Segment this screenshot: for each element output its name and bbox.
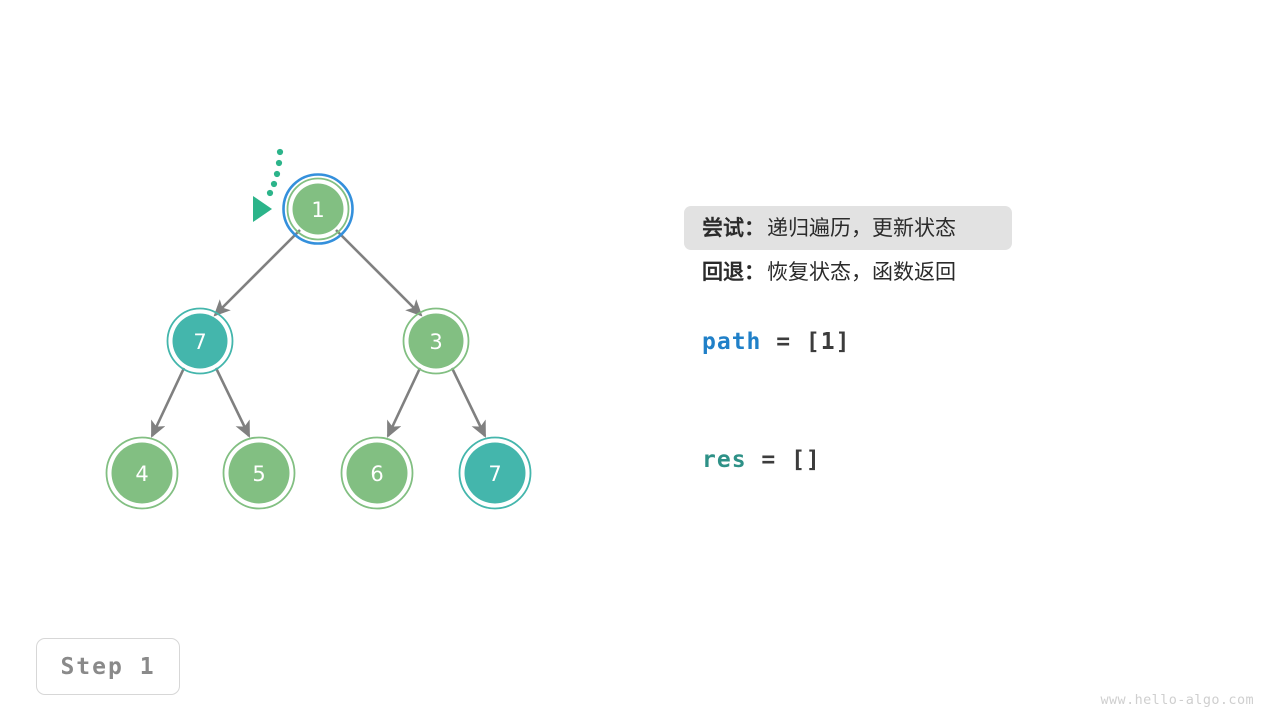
tree-edge (335, 229, 423, 317)
tree-edge (213, 229, 301, 317)
tree-node-7: 7 (166, 307, 234, 375)
node-circle (111, 442, 173, 504)
node-value-label: 5 (252, 462, 265, 486)
node-circle (464, 442, 526, 504)
node-value-label: 3 (429, 330, 442, 354)
path-variable-value: = [1] (761, 329, 851, 355)
path-variable-line: path = [1] (684, 320, 1244, 364)
tree-edge (450, 367, 487, 438)
tree-node-5: 5 (222, 436, 296, 510)
try-description-line: 尝试：递归遍历，更新状态 (684, 206, 1012, 250)
node-value-label: 6 (370, 462, 383, 486)
active-node-ring (282, 173, 354, 245)
info-panel: 尝试：递归遍历，更新状态 回退：恢复状态，函数返回 path = [1] res… (684, 206, 1244, 482)
watermark: www.hello-algo.com (1100, 692, 1254, 708)
binary-tree-diagram: 1 7 3 4 5 6 7 (105, 148, 532, 510)
node-outline (340, 436, 414, 510)
node-circle (408, 313, 464, 369)
res-variable-name: res (702, 447, 747, 473)
try-label: 尝试： (702, 216, 765, 240)
recursion-pointer-icon (253, 148, 284, 222)
node-circle (346, 442, 408, 504)
tree-edge (386, 367, 422, 438)
node-outline (286, 177, 350, 241)
try-value: 递归遍历，更新状态 (767, 216, 956, 240)
node-outline (458, 436, 532, 510)
res-variable-value: = [] (746, 447, 821, 473)
node-outline (105, 436, 179, 510)
tree-node-6: 6 (340, 436, 414, 510)
node-circle (172, 313, 228, 369)
tree-edge (214, 367, 251, 438)
retreat-value: 恢复状态，函数返回 (767, 260, 956, 284)
path-variable-name: path (702, 329, 762, 355)
node-value-label: 1 (311, 198, 324, 222)
res-variable-line: res = [] (684, 438, 1244, 482)
node-value-label: 7 (193, 330, 206, 354)
node-value-label: 4 (135, 462, 148, 486)
node-circle (228, 442, 290, 504)
tree-edges (150, 229, 487, 438)
node-circle (292, 183, 344, 235)
tree-edge (150, 367, 186, 438)
tree-node-3: 3 (402, 307, 470, 375)
tree-node-1: 1 (282, 173, 354, 245)
retreat-label: 回退： (702, 260, 765, 284)
node-outline (402, 307, 470, 375)
node-outline (166, 307, 234, 375)
tree-node-4: 4 (105, 436, 179, 510)
node-outline (222, 436, 296, 510)
retreat-description-line: 回退：恢复状态，函数返回 (684, 250, 1244, 294)
node-value-label: 7 (488, 462, 501, 486)
tree-node-7: 7 (458, 436, 532, 510)
step-badge: Step 1 (36, 638, 180, 695)
tree-nodes: 1 7 3 4 5 6 7 (105, 173, 532, 510)
